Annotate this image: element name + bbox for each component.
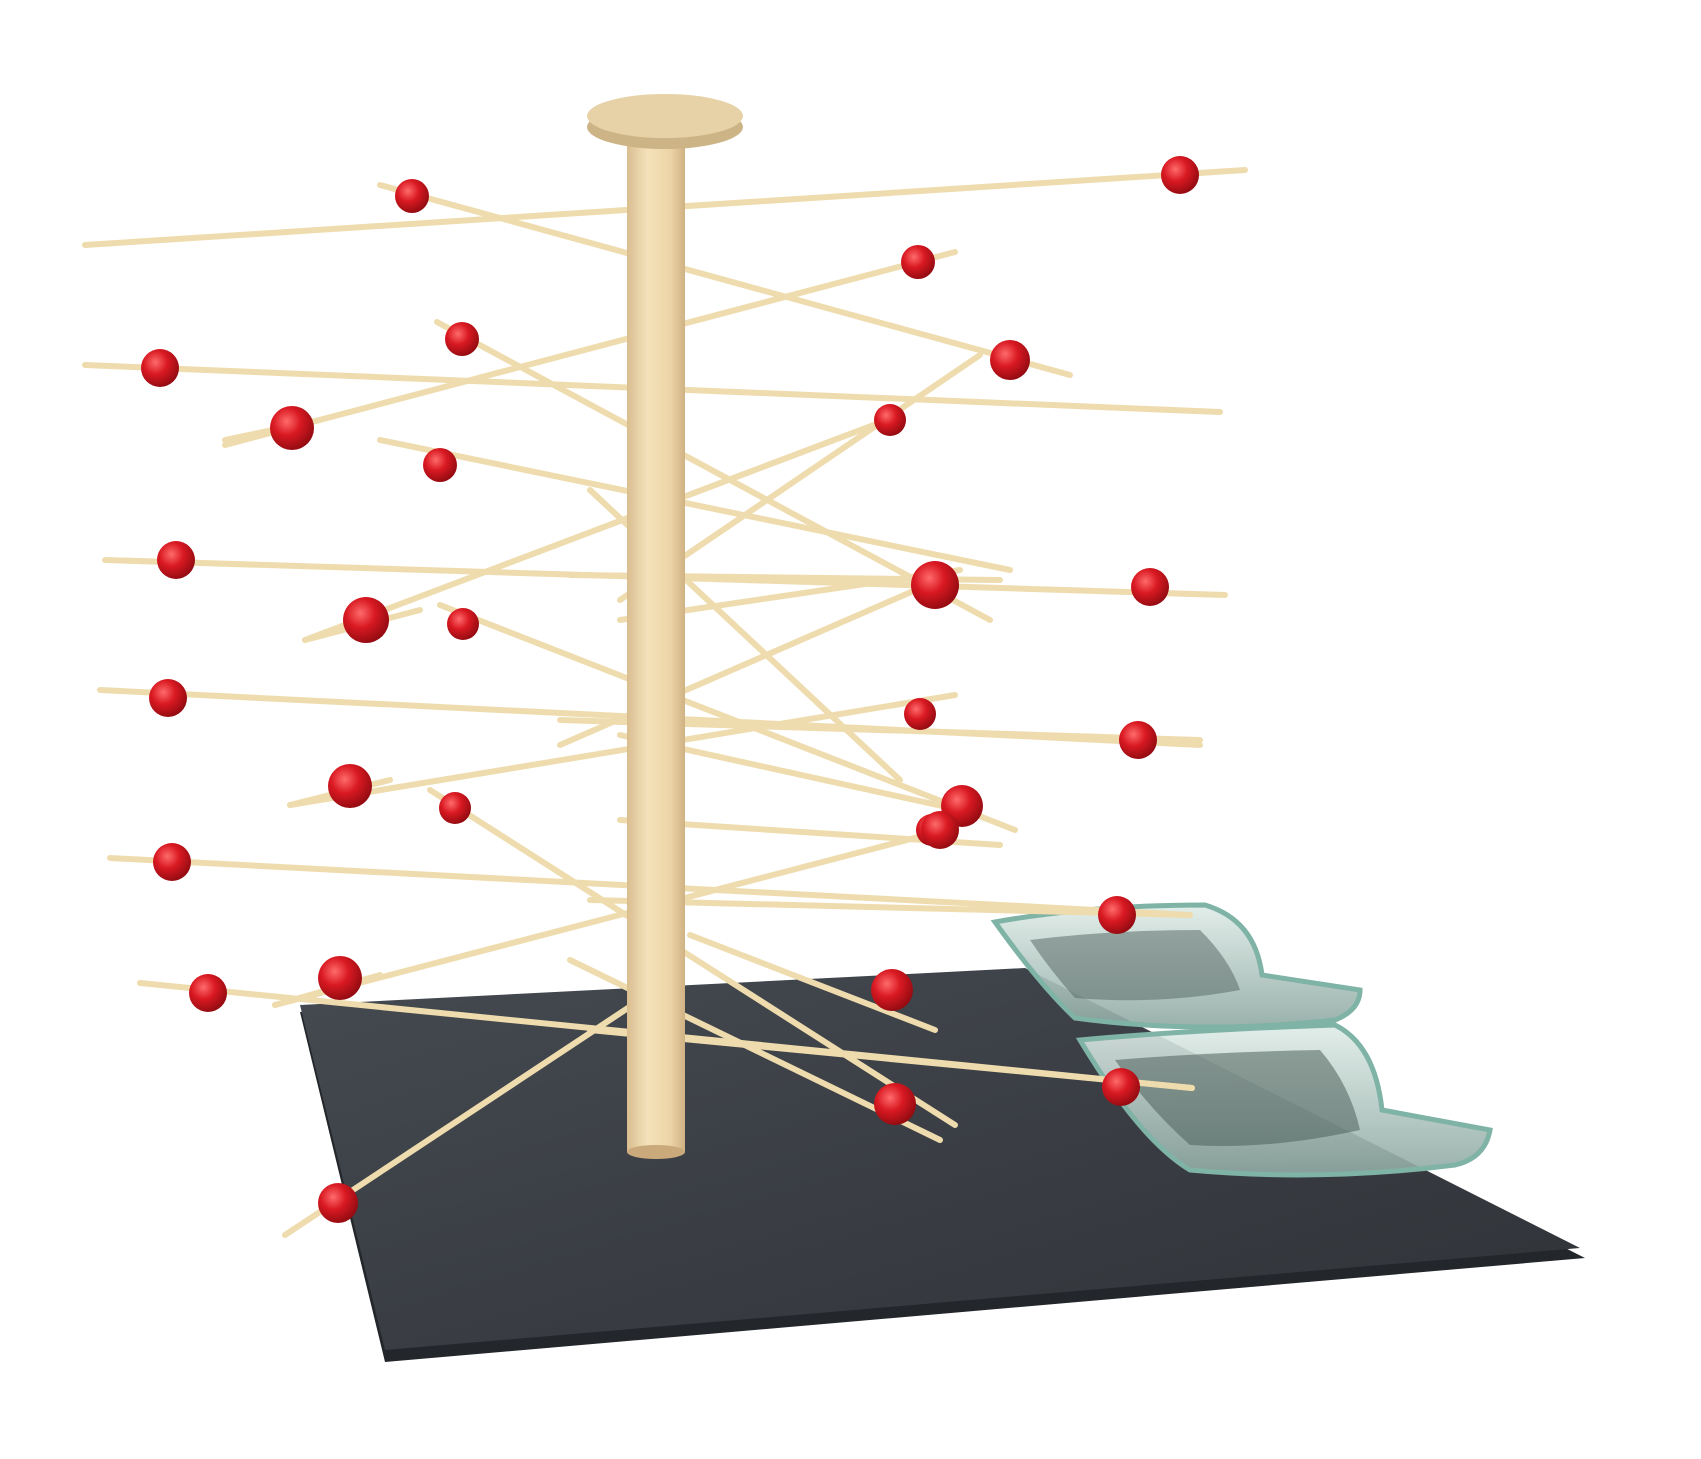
skewer-stick <box>587 897 1193 918</box>
red-bead <box>1098 896 1136 934</box>
red-bead <box>189 974 227 1012</box>
red-bead <box>911 561 959 609</box>
red-bead <box>318 956 362 1000</box>
red-bead <box>149 679 187 717</box>
red-bead <box>874 1083 916 1125</box>
skewer-stick <box>377 437 1013 573</box>
red-bead <box>439 792 471 824</box>
red-bead <box>1119 721 1157 759</box>
pole-cap <box>587 94 743 149</box>
red-bead <box>343 597 389 643</box>
glass-dish-front <box>1075 1022 1493 1178</box>
skewer-stick <box>437 602 1018 833</box>
skewer-stick <box>287 692 958 808</box>
slate-base <box>300 968 1585 1362</box>
skewer-stick <box>587 1027 1195 1091</box>
red-bead <box>153 843 191 881</box>
red-bead <box>1102 1068 1140 1106</box>
central-pole <box>627 140 685 1159</box>
red-bead <box>904 698 936 730</box>
glass-dish-back <box>990 902 1363 1030</box>
red-bead <box>141 349 179 387</box>
skewer-stick <box>687 932 938 1033</box>
red-bead <box>328 764 372 808</box>
red-bead <box>990 340 1030 380</box>
red-bead <box>1131 568 1169 606</box>
red-bead <box>871 969 913 1011</box>
red-bead <box>921 811 959 849</box>
red-bead <box>318 1183 358 1223</box>
bead-group <box>141 156 1199 1223</box>
skewer-stick <box>272 827 948 1008</box>
red-bead <box>447 608 479 640</box>
red-bead <box>270 406 314 450</box>
skewer-stick <box>434 319 993 623</box>
red-bead <box>445 322 479 356</box>
red-bead <box>1161 156 1199 194</box>
skewer-stick <box>302 414 898 643</box>
skewer-stick <box>427 787 958 1128</box>
skewer-stick <box>557 572 953 748</box>
red-bead <box>395 179 429 213</box>
red-bead <box>157 541 195 579</box>
skewer-stick <box>377 182 1073 378</box>
red-bead <box>423 448 457 482</box>
red-bead <box>901 245 935 279</box>
skewer-stick <box>222 249 958 448</box>
red-bead <box>874 404 906 436</box>
